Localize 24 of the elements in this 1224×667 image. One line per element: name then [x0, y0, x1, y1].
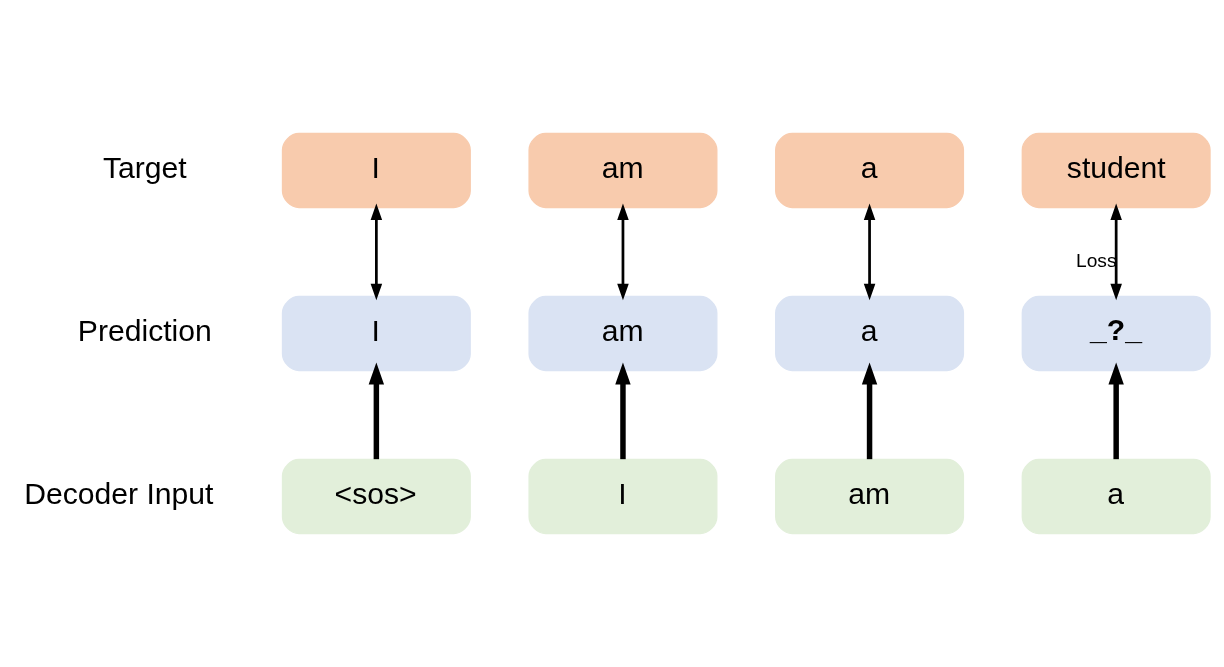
arrow: [368, 362, 385, 460]
edge-label: Loss: [1076, 249, 1117, 271]
node-box: a: [775, 132, 965, 209]
arrow: [1108, 362, 1124, 460]
arrow: [1110, 203, 1122, 301]
arrow: [370, 203, 383, 301]
node-box: <sos>: [281, 458, 471, 535]
arrow: [861, 362, 878, 460]
node-box: a: [775, 295, 965, 372]
node-box: am: [528, 132, 718, 209]
node-box: _?_: [1021, 295, 1211, 372]
arrow: [615, 362, 631, 460]
node-box: I: [528, 458, 718, 535]
node-box: am: [528, 295, 718, 372]
label: Prediction: [77, 314, 212, 348]
node-box: I: [281, 295, 471, 372]
arrow: [617, 203, 629, 301]
label: Target: [102, 151, 187, 185]
arrow: [863, 203, 876, 301]
node-box: student: [1021, 132, 1211, 209]
label: Decoder Input: [24, 477, 214, 511]
node-box: am: [775, 458, 965, 535]
node-box: a: [1021, 458, 1211, 535]
node-box: I: [281, 132, 471, 209]
